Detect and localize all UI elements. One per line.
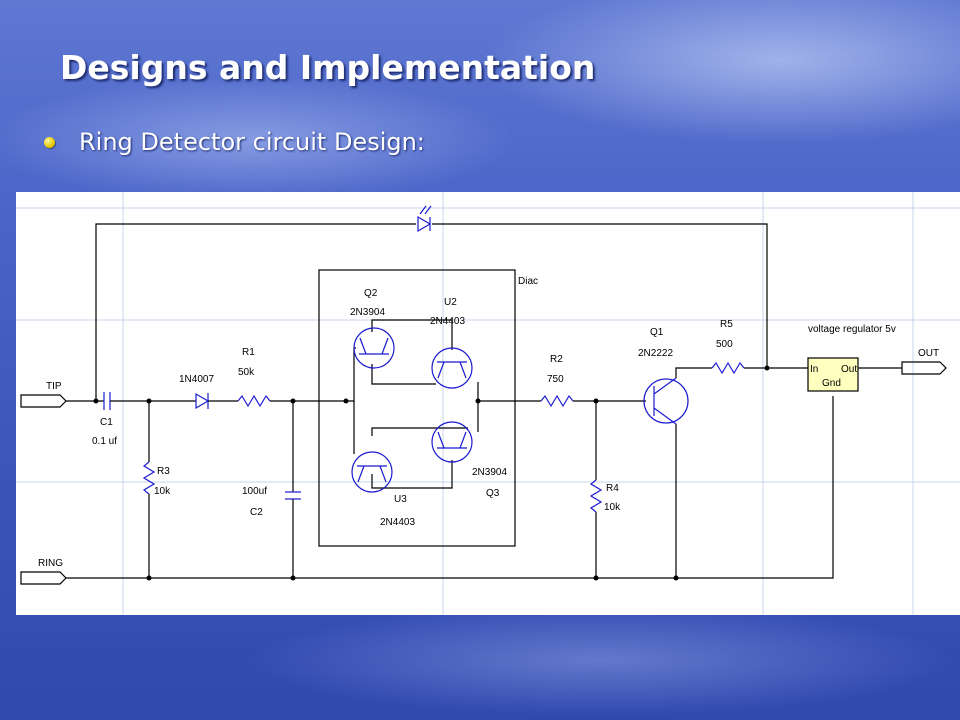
u3-transistor: U3 2N4403 bbox=[351, 451, 415, 528]
tip-connector: TIP bbox=[20, 381, 67, 408]
regulator-out: Out bbox=[841, 364, 857, 375]
regulator-title: voltage regulator 5v bbox=[808, 324, 896, 335]
r2-value: 750 bbox=[547, 374, 564, 385]
r2-name: R2 bbox=[550, 354, 563, 365]
r1-resistor: R1 50k bbox=[237, 347, 271, 408]
out-label: OUT bbox=[918, 348, 939, 359]
regulator-gnd: Gnd bbox=[822, 378, 841, 389]
q2-transistor: Q2 2N3904 bbox=[350, 288, 395, 369]
ring-label: RING bbox=[38, 558, 63, 569]
diac-top-link bbox=[371, 319, 453, 350]
r4-resistor: R4 10k bbox=[589, 479, 621, 513]
c2-value: 100uf bbox=[242, 486, 267, 497]
q1-collector-wire bbox=[675, 367, 712, 378]
r3-name: R3 bbox=[157, 466, 170, 477]
slide-title: Designs and Implementation bbox=[60, 48, 596, 87]
diac-mid-link-2 bbox=[371, 427, 468, 436]
bullet-item: Ring Detector circuit Design: bbox=[44, 128, 425, 156]
u2-transistor: U2 2N4403 bbox=[430, 297, 473, 389]
r1-value: 50k bbox=[238, 367, 255, 378]
u3-name: U3 bbox=[394, 494, 407, 505]
r4-value: 10k bbox=[604, 502, 621, 513]
c1-value: 0.1 uf bbox=[92, 436, 117, 447]
ring-detector-schematic: TIP RING C1 0.1 uf R3 10k 1N4007 bbox=[16, 192, 960, 615]
r2-resistor: R2 750 bbox=[540, 354, 574, 408]
u3-part: 2N4403 bbox=[380, 517, 415, 528]
ground-rail bbox=[66, 396, 834, 579]
q1-part: 2N2222 bbox=[638, 348, 673, 359]
diac-label: Diac bbox=[518, 276, 538, 287]
led-wire-right bbox=[432, 223, 768, 368]
led-icon bbox=[417, 205, 432, 233]
q1-transistor: Q1 2N2222 bbox=[638, 327, 689, 425]
q3-part: 2N3904 bbox=[472, 467, 507, 478]
bullet-dot-icon bbox=[44, 136, 55, 148]
grid bbox=[16, 192, 960, 615]
regulator-in: In bbox=[810, 364, 818, 375]
diac-left-top bbox=[346, 348, 355, 402]
q3-name: Q3 bbox=[486, 488, 500, 499]
r3-resistor: R3 10k bbox=[142, 461, 171, 497]
q1-name: Q1 bbox=[650, 327, 664, 338]
u2-part: 2N4403 bbox=[430, 316, 465, 327]
r4-name: R4 bbox=[606, 483, 619, 494]
r1-name: R1 bbox=[242, 347, 255, 358]
q2-name: Q2 bbox=[364, 288, 378, 299]
ring-connector: RING bbox=[20, 558, 67, 585]
voltage-regulator: voltage regulator 5v In Out Gnd bbox=[807, 324, 896, 392]
tip-label: TIP bbox=[46, 381, 62, 392]
u2-name: U2 bbox=[444, 297, 457, 308]
q2-part: 2N3904 bbox=[350, 307, 385, 318]
r5-name: R5 bbox=[720, 319, 733, 330]
c2-capacitor: 100uf C2 bbox=[242, 486, 301, 518]
diac-bottom-link bbox=[371, 460, 453, 489]
d1-label: 1N4007 bbox=[179, 374, 214, 385]
bullet-text: Ring Detector circuit Design: bbox=[79, 128, 425, 156]
q3-transistor: 2N3904 Q3 bbox=[431, 421, 507, 499]
diode-1n4007: 1N4007 bbox=[179, 374, 214, 410]
r3-value: 10k bbox=[154, 486, 171, 497]
c1-name: C1 bbox=[100, 417, 113, 428]
r5-resistor: R5 500 bbox=[711, 319, 745, 375]
led-wire-left bbox=[95, 223, 416, 401]
out-connector: OUT bbox=[901, 348, 947, 375]
r5-value: 500 bbox=[716, 339, 733, 350]
diac-box bbox=[318, 269, 516, 547]
c2-name: C2 bbox=[250, 507, 263, 518]
diac-mid-link-1 bbox=[371, 364, 436, 385]
